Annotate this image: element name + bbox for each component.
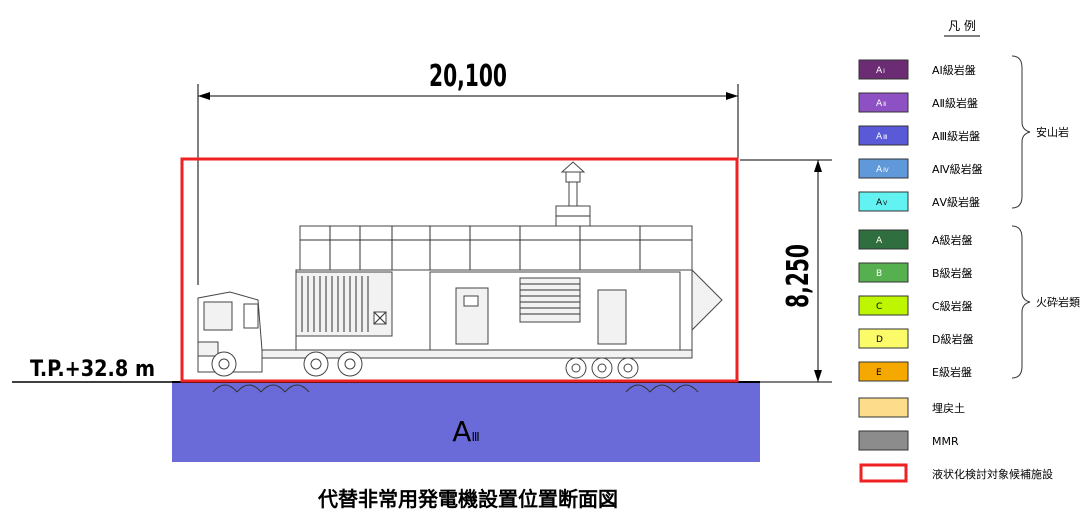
legend-item: MMR — [858, 430, 959, 451]
legend-item-label: D級岩盤 — [932, 332, 973, 346]
legend-item-label: AⅡ級岩盤 — [932, 96, 978, 110]
rock-mass-a3 — [172, 382, 760, 462]
legend-item: 埋戻土 — [858, 397, 965, 418]
legend-item-label: AⅠ級岩盤 — [932, 63, 976, 77]
legend-swatch-code: A — [876, 236, 883, 246]
legend-swatch — [858, 191, 909, 212]
width-dimension-label: 20,100 — [429, 59, 507, 94]
legend-item-label: MMR — [932, 435, 959, 448]
legend-item-label: AⅢ級岩盤 — [932, 129, 980, 143]
legend-swatch-code: C — [876, 302, 882, 312]
pyroclastic-brace — [1011, 225, 1031, 379]
legend-swatch — [858, 59, 909, 80]
andesite-group-label: 安山岩 — [1036, 125, 1069, 139]
diagram-caption: 代替非常用発電機設置位置断面図 — [317, 487, 618, 511]
support-arcs-left — [212, 384, 310, 393]
legend-swatch-code: E — [876, 368, 882, 378]
height-dimension-label: 8,250 — [781, 244, 816, 308]
legend-item-label: 埋戻土 — [932, 402, 965, 415]
legend-item-label: C級岩盤 — [932, 299, 973, 313]
legend-item: C C級岩盤 — [858, 295, 973, 316]
legend-swatch — [858, 328, 909, 349]
legend-item: E E級岩盤 — [858, 361, 972, 382]
legend-swatch-code: AⅤ — [876, 198, 888, 208]
legend-item: AⅠ AⅠ級岩盤 — [858, 59, 976, 80]
legend-item-label: E級岩盤 — [932, 365, 972, 379]
legend-item-label: A級岩盤 — [932, 233, 973, 247]
legend-item-label: AⅤ級岩盤 — [932, 195, 980, 209]
ground-level-label: T.P.+32.8 m — [30, 357, 155, 382]
legend-swatch — [858, 262, 909, 283]
legend-swatch-code: AⅡ — [876, 99, 886, 109]
legend-swatch — [858, 158, 909, 179]
legend-title: 凡 例 — [948, 19, 976, 33]
legend-swatch — [858, 295, 909, 316]
pyroclastic-group-label: 火砕岩類 — [1036, 295, 1080, 309]
legend-item: 液状化検討対象候補施設 — [859, 463, 1053, 483]
legend-swatch — [858, 229, 909, 250]
legend-item: AⅣ AⅣ級岩盤 — [858, 158, 983, 179]
legend-swatch-code: AⅢ — [876, 132, 887, 142]
legend-item: A A級岩盤 — [858, 229, 973, 250]
andesite-brace — [1011, 55, 1031, 209]
legend-swatch-code: AⅠ — [876, 66, 885, 76]
legend-item-label: AⅣ級岩盤 — [932, 162, 983, 176]
legend-item: D D級岩盤 — [858, 328, 973, 349]
liquefaction-target-outline — [180, 157, 739, 383]
height-dimension — [740, 159, 832, 383]
support-arcs-right — [625, 384, 699, 393]
legend-item: AⅡ AⅡ級岩盤 — [858, 92, 978, 113]
legend-swatch — [858, 125, 909, 146]
legend-swatch — [858, 361, 909, 382]
legend-swatch — [859, 463, 908, 483]
legend-swatch — [858, 430, 909, 451]
width-dimension — [197, 84, 739, 285]
legend-item: AⅢ AⅢ級岩盤 — [858, 125, 980, 146]
legend-item: AⅤ AⅤ級岩盤 — [858, 191, 980, 212]
legend-swatch-code: D — [876, 335, 883, 345]
legend-swatch-code: AⅣ — [876, 165, 889, 175]
generator-vehicle — [197, 161, 723, 379]
legend-item-label: 液状化検討対象候補施設 — [932, 467, 1053, 481]
legend-swatch — [858, 397, 909, 418]
legend-swatch — [858, 92, 909, 113]
legend-item: B B級岩盤 — [858, 262, 973, 283]
rock-class-label: AⅢ — [452, 415, 479, 448]
legend-swatch-code: B — [876, 269, 882, 279]
legend: 凡 例 安山岩 火砕岩類 AⅠ AⅠ級岩盤 AⅡ AⅡ級岩盤 AⅢ AⅢ級岩盤 AⅣ AⅣ級岩… — [858, 19, 1080, 483]
legend-item-label: B級岩盤 — [932, 266, 973, 280]
